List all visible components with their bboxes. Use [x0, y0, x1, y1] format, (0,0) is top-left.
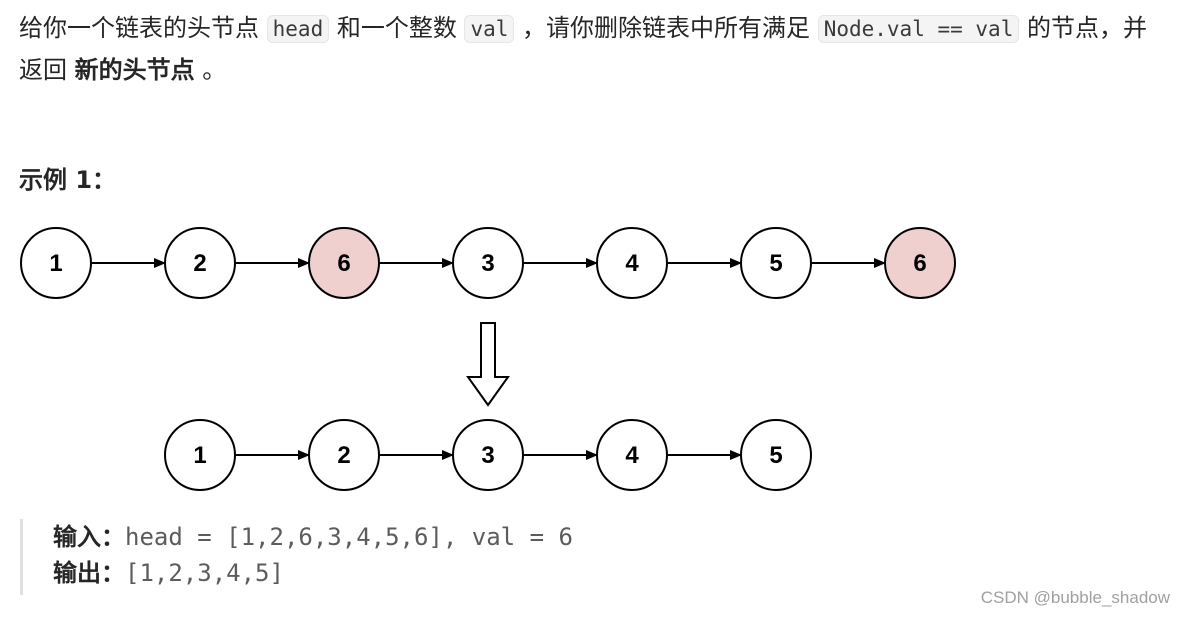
original-list-node: 3 [452, 227, 524, 299]
node-value: 2 [193, 250, 206, 277]
node-circle [740, 419, 812, 491]
node-value: 6 [913, 250, 926, 277]
original-list-node: 5 [740, 227, 812, 299]
result-list: 1 2 3 4 5 [164, 419, 812, 491]
output-label: 输出： [53, 559, 125, 587]
node-value: 5 [769, 250, 782, 277]
result-list-node: 1 [164, 419, 236, 491]
description-text: 。 [194, 56, 227, 84]
down-arrow-icon [466, 322, 510, 407]
node-value: 2 [337, 442, 350, 469]
inline-code-head: head [266, 15, 330, 43]
original-list-node: 1 [20, 227, 92, 299]
result-list-node: 3 [452, 419, 524, 491]
original-list-node: 6 [884, 227, 956, 299]
inline-code-condition: Node.val == val [817, 15, 1020, 43]
example-output-line: 输出：[1,2,3,4,5] [53, 555, 920, 591]
original-list-node: 6 [308, 227, 380, 299]
example-heading: 示例 1： [19, 166, 117, 194]
node-value: 1 [49, 250, 62, 277]
node-value: 1 [193, 442, 206, 469]
description-text: ，请你删除链表中所有满足 [514, 14, 818, 42]
description-text: 的节点，并返回 [19, 14, 1147, 84]
example-block: 输入：head = [1,2,6,3,4,5,6], val = 6 输出：[1… [20, 519, 920, 595]
problem-description: 给你一个链表的头节点 head 和一个整数 val ，请你删除链表中所有满足 N… [19, 8, 1169, 91]
node-value: 4 [625, 442, 639, 469]
linked-list-diagram: 1 2 6 3 4 5 6 1 2 3 4 5 [20, 227, 956, 491]
original-list-node: 2 [164, 227, 236, 299]
description-text: 和一个整数 [329, 14, 465, 42]
node-value: 3 [481, 442, 494, 469]
node-value: 6 [337, 250, 350, 277]
node-circle [884, 227, 956, 299]
node-value: 5 [769, 442, 782, 469]
description-text: 给你一个链表的头节点 [19, 14, 267, 42]
output-value: [1,2,3,4,5] [125, 559, 284, 587]
result-list-node: 2 [308, 419, 380, 491]
inline-code-val: val [464, 15, 515, 43]
input-label: 输入： [53, 523, 125, 551]
description-emphasis: 新的头节点 [74, 56, 195, 84]
result-list-node: 4 [596, 419, 668, 491]
node-value: 4 [625, 250, 639, 277]
original-list-node: 4 [596, 227, 668, 299]
node-value: 3 [481, 250, 494, 277]
example-input-line: 输入：head = [1,2,6,3,4,5,6], val = 6 [53, 519, 920, 555]
original-list: 1 2 6 3 4 5 6 [20, 227, 956, 299]
watermark: CSDN @bubble_shadow [980, 588, 1170, 607]
result-list-node: 5 [740, 419, 812, 491]
input-value: head = [1,2,6,3,4,5,6], val = 6 [125, 523, 573, 551]
